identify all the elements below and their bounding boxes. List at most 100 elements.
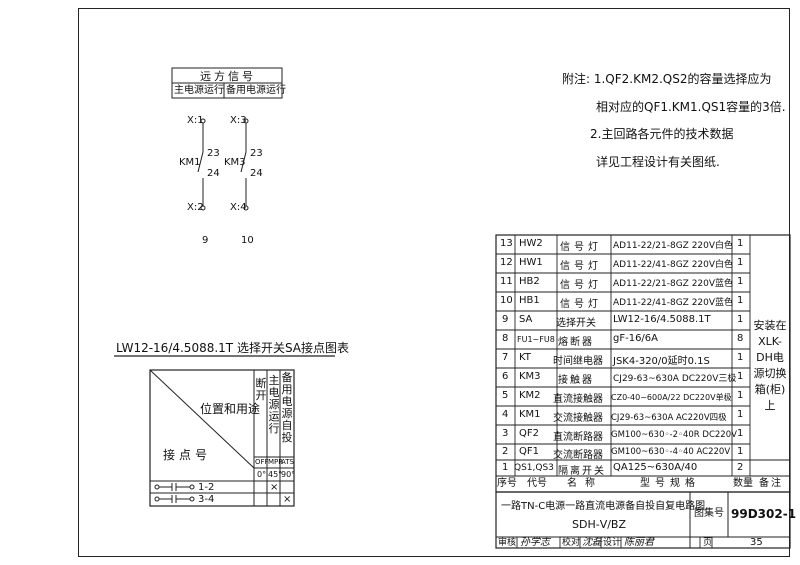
row-spec: AD11-22/41-8GZ 220V蓝色 <box>613 298 734 308</box>
remark-text: 安装在XLK-DH电源切换箱(柜)上 <box>753 319 787 412</box>
terminal-x2: X:2 <box>187 202 204 213</box>
check-label: 校对 <box>562 538 581 548</box>
row-spec: AD11-22/21-8GZ 220V白色 <box>613 241 734 251</box>
row-name: 熔断器 <box>558 337 594 348</box>
row-spec: CZ0-40~600A/22 DC220V单极 <box>611 393 732 402</box>
drawing-title: 一路TN-C电源一路直流电源备自投自复电路图 <box>501 501 706 512</box>
col-auto: 备用电源自投 <box>281 371 293 444</box>
row-qty: 1 <box>737 314 744 325</box>
table-row: 13 HW2 信号灯 AD11-22/21-8GZ 220V白色 1 <box>496 235 750 254</box>
relay2-pin-b: 24 <box>250 168 263 179</box>
table-row: 3 QF2 直流断路器 GM100~630◦-2◦40R DC220V 1 <box>496 425 750 444</box>
angle-mpr: 45° <box>268 470 283 479</box>
row-qty: 1 <box>737 409 744 420</box>
table-row: 7 KT 时间继电器 JSK4-320/0延时0.1S 1 <box>496 349 750 368</box>
row-no: 5 <box>502 390 509 401</box>
relay2-pin-a: 23 <box>250 148 263 159</box>
row-code: HB2 <box>519 276 540 287</box>
row-spec: AD11-22/41-8GZ 220V白色 <box>613 260 734 270</box>
row-name: 接触器 <box>558 375 594 386</box>
relay1-coil: KM1 <box>179 157 201 168</box>
header-remark: 备注 <box>759 478 783 489</box>
row-code: KT <box>519 352 531 363</box>
row-name: 时间继电器 <box>553 356 603 367</box>
table-row: 10 HB1 信号灯 AD11-22/41-8GZ 220V蓝色 1 <box>496 292 750 311</box>
drawing-subtitle: SDH-Ⅴ/BZ <box>572 518 627 531</box>
row-name: 信号灯 <box>560 261 602 272</box>
switch-chart-title: LW12-16/4.5088.1T 选择开关SA接点图表 <box>116 341 349 355</box>
sub-off: OFF <box>255 458 269 466</box>
table-row: 6 KM3 接触器 CJ29-63~630A DC220V三极 1 <box>496 368 750 387</box>
row-no: 10 <box>500 295 513 306</box>
row-spec: gF-16/6A <box>613 333 659 344</box>
row-code: KM3 <box>519 371 541 382</box>
row-no: 2 <box>502 446 509 457</box>
terminal-x4: X:4 <box>230 202 247 213</box>
table-row: 4 KM1 交流接触器 CJ29-63~630A AC220V四极 1 <box>496 406 750 425</box>
row-spec: CJ29-63~630A DC220V三极 <box>613 374 737 384</box>
design-label: 设计 <box>603 538 622 548</box>
row-no: 8 <box>502 333 509 344</box>
table-row: 8 FU1~FU8 熔断器 gF-16/6A 8 <box>496 330 750 349</box>
review-label: 审核 <box>498 538 517 548</box>
row-code: QF1 <box>519 446 539 457</box>
relay2-number: 10 <box>241 235 254 246</box>
row-code: KM2 <box>519 390 541 401</box>
relay2-coil: KM3 <box>224 157 246 168</box>
col-main: 主电源运行 <box>268 374 280 435</box>
contact-1: 1-2 <box>198 482 215 493</box>
table-row: 5 KM2 直流接触器 CZ0-40~600A/22 DC220V单极 1 <box>496 387 750 406</box>
table-row: 2 QF1 交流断路器 GM100~630◦-4◦40 AC220V 1 <box>496 444 750 461</box>
terminal-x3: X:3 <box>230 115 247 126</box>
row-no: 13 <box>500 238 513 249</box>
header-no: 序号 <box>497 478 517 489</box>
row-spec: LW12-16/4.5088.1T <box>613 314 711 325</box>
relay1-pin-a: 23 <box>207 148 220 159</box>
row-code: HB1 <box>519 295 540 306</box>
note-line-4: 详见工程设计有关图纸. <box>596 155 720 169</box>
relay1-pin-b: 24 <box>207 168 220 179</box>
note-line-1: 附注: 1.QF2.KM2.QS2的容量选择应为 <box>562 72 772 86</box>
design-signature: 陈丽君 <box>624 537 654 548</box>
row-spec: GM100~630◦-2◦40R DC220V <box>611 430 737 440</box>
row-code: HW1 <box>519 257 543 268</box>
table-row: 1 QS1,QS3 隔离开关 QA125~630A/40 2 <box>496 460 750 477</box>
row-name: 直流断路器 <box>553 432 603 443</box>
terminal-x1: X:1 <box>187 115 204 126</box>
note-line-3: 2.主回路各元件的技术数据 <box>590 127 734 141</box>
row-no: 12 <box>500 257 513 268</box>
signal-col-backup: 备用电源运行 <box>226 85 286 96</box>
mark-row1-mpr: × <box>270 482 279 493</box>
mark-row2-ats: × <box>283 494 292 505</box>
row-qty: 1 <box>737 446 744 457</box>
row-name: 信号灯 <box>560 280 602 291</box>
row-qty: 8 <box>737 333 744 344</box>
row-qty: 2 <box>737 462 744 473</box>
row-code: QF2 <box>519 428 539 439</box>
check-signature: 沈磊 <box>582 537 602 548</box>
row-spec: CJ29-63~630A AC220V四极 <box>611 413 727 423</box>
row-no: 11 <box>500 276 513 287</box>
row-no: 4 <box>502 409 509 420</box>
row-qty: 1 <box>737 238 744 249</box>
row-code: SA <box>519 314 533 325</box>
row-name: 隔离开关 <box>558 466 606 477</box>
row-name: 信号灯 <box>560 242 602 253</box>
row-spec: JSK4-320/0延时0.1S <box>613 356 710 367</box>
row-code: QS1,QS3 <box>514 463 554 473</box>
row-spec: GM100~630◦-4◦40 AC220V <box>611 447 731 457</box>
header-spec: 型号规格 <box>640 478 700 489</box>
review-signature: 孙学志 <box>520 537 550 548</box>
row-name: 选择开关 <box>556 318 596 329</box>
page-label: 页 <box>703 538 713 548</box>
sub-ats: ATS <box>281 458 294 466</box>
row-no: 1 <box>502 462 509 473</box>
row-name: 信号灯 <box>560 299 602 310</box>
row-name: 直流接触器 <box>553 394 603 405</box>
atlas-label: 图集号 <box>694 508 724 519</box>
row-name: 交流断路器 <box>553 450 603 461</box>
row-no: 3 <box>502 428 509 439</box>
